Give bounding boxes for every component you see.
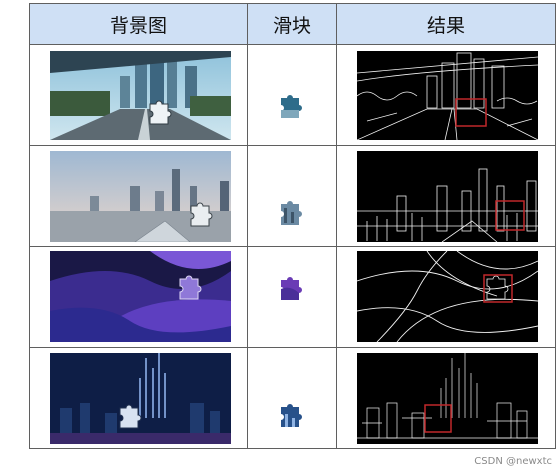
edge-result-image	[357, 51, 538, 140]
header-row: 背景图 滑块 结果	[29, 3, 556, 45]
header-result: 结果	[336, 3, 556, 45]
night-city-image	[50, 353, 231, 444]
slider-cell	[247, 145, 337, 247]
puzzle-piece-icon	[281, 201, 302, 225]
edge-result-image	[357, 251, 538, 342]
city-road-image	[50, 51, 231, 140]
result-cell	[336, 347, 556, 449]
slider-cell	[247, 347, 337, 449]
watermark: CSDN @newxtc	[474, 456, 552, 467]
table-row	[29, 347, 556, 449]
table-row	[29, 246, 556, 348]
header-slider: 滑块	[247, 3, 337, 45]
slider-cell	[247, 44, 337, 146]
edge-result-image	[357, 151, 538, 242]
header-background: 背景图	[29, 3, 248, 45]
skyline-image	[50, 151, 231, 242]
background-image-cell	[29, 347, 248, 449]
comparison-table: 背景图 滑块 结果	[29, 3, 556, 449]
result-cell	[336, 44, 556, 146]
purple-wave-image	[50, 251, 231, 342]
puzzle-piece-icon	[281, 404, 302, 427]
puzzle-piece-icon	[281, 277, 302, 300]
table-row	[29, 145, 556, 247]
table-row	[29, 44, 556, 146]
puzzle-piece-icon	[281, 95, 302, 118]
edge-result-image	[357, 353, 538, 444]
background-image-cell	[29, 145, 248, 247]
background-image-cell	[29, 246, 248, 348]
background-image-cell	[29, 44, 248, 146]
slider-cell	[247, 246, 337, 348]
result-cell	[336, 145, 556, 247]
result-cell	[336, 246, 556, 348]
